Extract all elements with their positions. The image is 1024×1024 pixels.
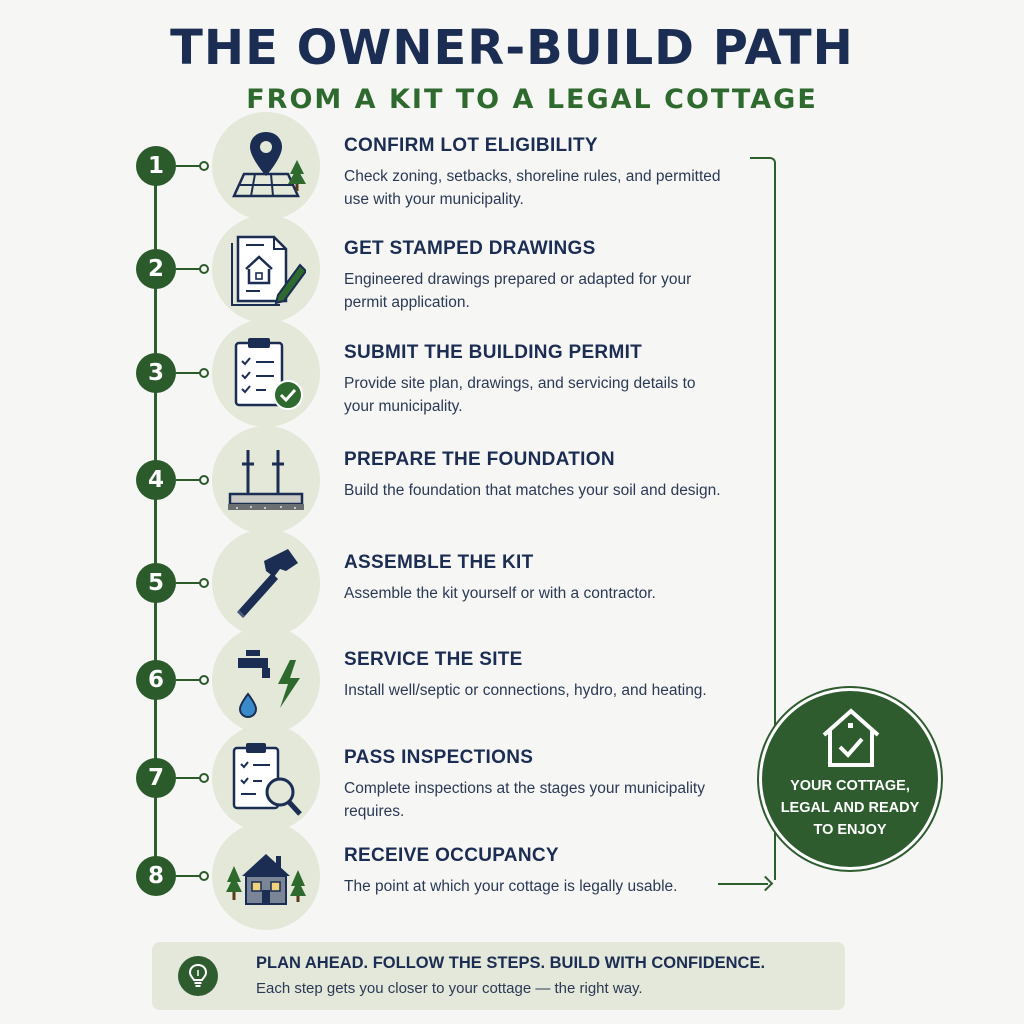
step-3: 3 SUBMIT THE BUILDING PERMIT Provide sit… xyxy=(0,319,740,427)
footer-subtitle: Each step gets you closer to your cottag… xyxy=(256,980,643,997)
step-4: 4 PREPARE THE FOUNDATION Build the found… xyxy=(0,426,740,534)
step-connector xyxy=(176,875,201,877)
lightbulb-icon xyxy=(188,963,208,987)
step-connector xyxy=(176,165,201,167)
result-badge: YOUR COTTAGE, LEGAL AND READY TO ENJOY xyxy=(759,688,941,870)
step-description: Check zoning, setbacks, shoreline rules,… xyxy=(344,168,721,208)
icon-circle xyxy=(212,529,320,637)
step-title: ASSEMBLE THE KIT xyxy=(344,552,534,573)
drawing-pencil-icon xyxy=(231,235,306,306)
step-number: 8 xyxy=(136,856,176,896)
page-title: THE OWNER-BUILD PATH xyxy=(170,20,854,76)
step-2: 2 GET STAMPED DRAWINGS Engineered drawin… xyxy=(0,215,740,323)
step-connector xyxy=(176,777,201,779)
step-7: 7 PASS INSPECTIONS Complete inspections … xyxy=(0,724,740,832)
step-description: Engineered drawings prepared or adapted … xyxy=(344,271,692,311)
step-title: SERVICE THE SITE xyxy=(344,649,523,670)
icon-circle xyxy=(212,724,320,832)
connector-dot xyxy=(199,773,209,783)
cottage-icon xyxy=(226,854,306,905)
step-connector xyxy=(176,679,201,681)
step-connector xyxy=(176,479,201,481)
path-connector-line xyxy=(774,180,776,880)
connector-dot xyxy=(199,161,209,171)
step-description: Install well/septic or connections, hydr… xyxy=(344,682,707,699)
step-title: PASS INSPECTIONS xyxy=(344,747,534,768)
connector-dot xyxy=(199,264,209,274)
page-subtitle: FROM A KIT TO A LEGAL COTTAGE xyxy=(246,84,818,115)
icon-circle xyxy=(212,822,320,930)
icon-circle xyxy=(212,319,320,427)
faucet-lightning-icon xyxy=(238,650,300,719)
step-number: 5 xyxy=(136,563,176,603)
connector-dot xyxy=(199,871,209,881)
step-title: RECEIVE OCCUPANCY xyxy=(344,845,559,866)
step-number: 2 xyxy=(136,249,176,289)
clipboard-magnifier-icon xyxy=(232,743,302,816)
connector-dot xyxy=(199,368,209,378)
foundation-icon xyxy=(228,450,304,510)
map-pin-icon xyxy=(232,132,306,198)
step-number: 6 xyxy=(136,660,176,700)
step-number: 3 xyxy=(136,353,176,393)
step-description: Complete inspections at the stages your … xyxy=(344,780,705,820)
step-title: GET STAMPED DRAWINGS xyxy=(344,238,596,259)
step-title: SUBMIT THE BUILDING PERMIT xyxy=(344,342,643,363)
clipboard-check-icon xyxy=(234,338,303,410)
icon-circle xyxy=(212,626,320,734)
step-number: 7 xyxy=(136,758,176,798)
footer-banner: PLAN AHEAD. FOLLOW THE STEPS. BUILD WITH… xyxy=(152,942,845,1010)
step-6: 6 SERVICE THE SITE Install well/septic o… xyxy=(0,626,740,734)
step-description: The point at which your cottage is legal… xyxy=(344,878,678,895)
path-arrow-line xyxy=(718,883,768,885)
step-description: Assemble the kit yourself or with a cont… xyxy=(344,585,656,602)
step-5: 5 ASSEMBLE THE KIT Assemble the kit your… xyxy=(0,529,740,637)
step-connector xyxy=(176,268,201,270)
step-8: 8 RECEIVE OCCUPANCY The point at which y… xyxy=(0,822,740,930)
badge-text: YOUR COTTAGE, LEGAL AND READY TO ENJOY xyxy=(780,778,920,838)
footer-title: PLAN AHEAD. FOLLOW THE STEPS. BUILD WITH… xyxy=(256,954,766,972)
icon-circle xyxy=(212,215,320,323)
step-title: PREPARE THE FOUNDATION xyxy=(344,449,615,470)
icon-circle xyxy=(212,426,320,534)
timeline-line xyxy=(154,170,157,870)
icon-circle xyxy=(212,112,320,220)
step-connector xyxy=(176,582,201,584)
step-title: CONFIRM LOT ELIGIBILITY xyxy=(344,135,598,156)
connector-dot xyxy=(199,578,209,588)
step-description: Provide site plan, drawings, and servici… xyxy=(344,375,696,415)
step-number: 4 xyxy=(136,460,176,500)
footer-icon-circle xyxy=(178,956,218,996)
step-number: 1 xyxy=(136,146,176,186)
connector-dot xyxy=(199,675,209,685)
hammer-icon xyxy=(236,549,298,619)
arrow-right-icon xyxy=(757,875,774,892)
house-check-icon xyxy=(822,708,880,767)
step-description: Build the foundation that matches your s… xyxy=(344,482,721,499)
connector-dot xyxy=(199,475,209,485)
step-connector xyxy=(176,372,201,374)
path-connector-top xyxy=(750,157,776,183)
step-1: 1 CONFIRM LOT ELIGIBILITY Check zoning, … xyxy=(0,112,740,220)
